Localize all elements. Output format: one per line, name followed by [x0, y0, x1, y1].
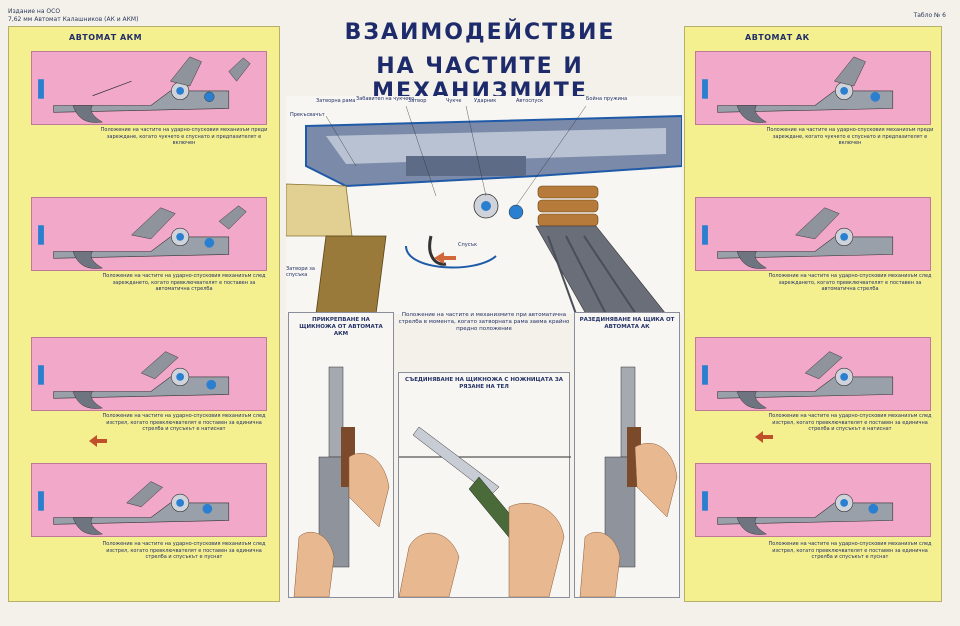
label-auto-sear: Автоспуск: [516, 98, 544, 104]
mechanism-illustration: [698, 52, 928, 124]
label-mainspring: Бойна пружина: [586, 96, 628, 102]
page-title-line2: НА ЧАСТИТЕ И МЕХАНИЗМИТЕ: [372, 54, 588, 104]
bayonet-detach-ak: РАЗЕДИНЯВАНЕ НА ЩИКА ОТ АВТОМАТА АК: [574, 312, 680, 598]
wire-cutter-illustration: [399, 426, 571, 597]
mechanism-illustration: [698, 464, 928, 536]
publisher-text: Издание на ОСО: [8, 8, 61, 15]
left-arrow-icon: [89, 435, 107, 447]
left-arrow-icon: [755, 431, 773, 443]
mech-caption-4: Положение на частите на ударно-спусковия…: [102, 541, 266, 560]
label-bolt: Затвор: [408, 98, 427, 104]
left-panel-akm: АВТОМАТ АКМ Положение на частите на удар…: [8, 26, 280, 602]
mech-diagram-ak-2: [695, 197, 931, 271]
bayonet-hands-illustration: [579, 366, 678, 597]
mechanism-illustration: [34, 338, 264, 410]
mech-diagram-ak-3: [695, 337, 931, 411]
page-title-line1: ВЗАИМОДЕЙСТВИЕ: [344, 20, 616, 45]
mech-caption-ak-2: Положение на частите на ударно-спусковия…: [768, 273, 932, 292]
rifle-description: Положение на частите и механизмите при а…: [398, 312, 570, 332]
label-hammer: Чукче: [446, 98, 462, 104]
table-number: Табло № 6: [913, 12, 946, 19]
mech-caption-ak-3: Положение на частите на ударно-спусковия…: [768, 413, 932, 432]
subtitle-text: 7,62 мм Автомат Калашников (АК и АКМ): [8, 16, 139, 23]
publisher-note: Издание на ОСО 7,62 мм Автомат Калашнико…: [8, 8, 148, 24]
bay-left-title: ПРИКРЕПВАНЕ НА ЩИКНОЖА ОТ АВТОМАТА АКМ: [299, 317, 383, 337]
mechanism-illustration: [34, 198, 264, 270]
mech-diagram-ak-4: [695, 463, 931, 537]
bayonet-hands-illustration: [293, 366, 390, 597]
mech-diagram-2: [31, 197, 267, 271]
label-trigger-stops: Затвори за спусъка: [286, 266, 315, 278]
right-panel-heading: АВТОМАТ АК: [745, 33, 810, 42]
mech-caption-2: Положение на частите на ударно-спусковия…: [102, 273, 266, 292]
label-disconnector: Прекъсвачът: [290, 112, 325, 118]
right-panel-ak: АВТОМАТ АК Положение на частите на ударн…: [684, 26, 942, 602]
mech-diagram-3: [31, 337, 267, 411]
mech-caption-ak-1: Положение на частите на ударно-спусковия…: [766, 127, 934, 146]
mechanism-illustration: [34, 52, 264, 124]
rifle-cutaway-illustration: [285, 96, 683, 315]
label-bolt-carrier: Затворна рама: [316, 98, 356, 104]
mechanism-illustration: [34, 464, 264, 536]
mech-diagram-4: [31, 463, 267, 537]
label-firing-pin: Ударник: [474, 98, 497, 104]
label-trigger: Спусък: [458, 242, 478, 248]
left-panel-heading: АВТОМАТ АКМ: [69, 33, 143, 42]
mech-caption-1: Положение на частите на ударно-спусковия…: [100, 127, 268, 146]
bayonet-attach-akm: ПРИКРЕПВАНЕ НА ЩИКНОЖА ОТ АВТОМАТА АКМ: [288, 312, 394, 598]
mech-caption-ak-4: Положение на частите на ударно-спусковия…: [768, 541, 932, 560]
mechanism-illustration: [698, 338, 928, 410]
mech-diagram-ak-1: [695, 51, 931, 125]
mechanism-illustration: [698, 198, 928, 270]
bayonet-wire-cutter: СЪЕДИНЯВАНЕ НА ЩИКНОЖА С НОЖНИЦАТА ЗА РЯ…: [398, 372, 571, 598]
bay-right-title: РАЗЕДИНЯВАНЕ НА ЩИКА ОТ АВТОМАТА АК: [579, 317, 675, 330]
bay-center-title: СЪЕДИНЯВАНЕ НА ЩИКНОЖА С НОЖНИЦАТА ЗА РЯ…: [405, 377, 563, 390]
mech-diagram-1: [31, 51, 267, 125]
mech-caption-3: Положение на частите на ударно-спусковия…: [102, 413, 266, 432]
rifle-cutaway: Затворна рама Забавител на чукчето Затво…: [285, 96, 683, 315]
label-hammer-retarder: Забавител на чукчето: [356, 96, 415, 102]
